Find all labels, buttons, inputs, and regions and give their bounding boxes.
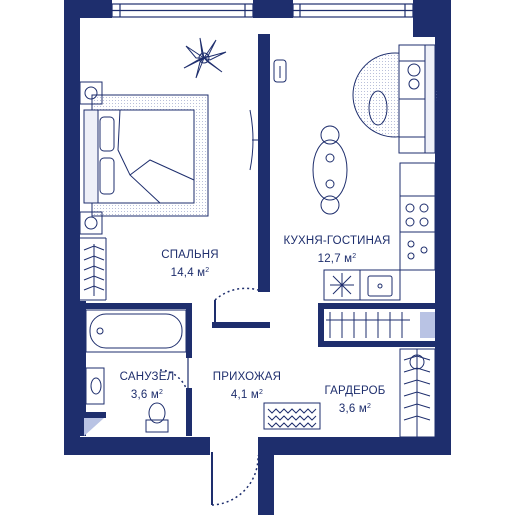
bathtub-icon xyxy=(85,309,187,353)
wardrobe-furniture xyxy=(399,348,436,438)
kitchen-counter xyxy=(323,162,436,301)
room-area-bathroom: 3,6 м2 xyxy=(130,389,164,401)
coffee-table-icon xyxy=(368,90,388,126)
room-area-kitchen-living: 12,7 м2 xyxy=(317,253,357,265)
door-entrance xyxy=(211,452,259,506)
plant-icon xyxy=(183,37,227,79)
doors xyxy=(159,287,259,506)
sink-icon xyxy=(367,275,393,297)
room-area-bedroom: 14,4 м2 xyxy=(170,267,210,279)
room-name-wardrobe: ГАРДЕРОБ xyxy=(324,385,386,397)
bed-icon xyxy=(83,109,195,204)
room-area-hallway: 4,1 м2 xyxy=(230,389,264,401)
stove-icon xyxy=(405,203,429,227)
interior-walls xyxy=(80,34,435,436)
hallway-glass-panel xyxy=(420,312,435,338)
room-name-kitchen-living: КУХНЯ-ГОСТИНАЯ xyxy=(283,235,391,247)
kitchen-furniture xyxy=(273,44,438,301)
room-name-bedroom: СПАЛЬНЯ xyxy=(161,249,219,261)
room-label-bathroom: САНУЗЕЛ 3,6 м2 xyxy=(105,370,189,403)
dining-table-icon xyxy=(312,125,348,215)
hallway-wardrobe-icon xyxy=(326,312,410,338)
door-bathroom xyxy=(159,358,189,390)
window-bedroom xyxy=(111,3,254,18)
washing-machine-icon xyxy=(409,354,425,370)
fridge-icon xyxy=(407,240,428,260)
room-label-hallway: ПРИХОЖАЯ 4,1 м2 xyxy=(200,370,294,403)
exterior-walls xyxy=(64,0,451,515)
nightstand-icon xyxy=(79,81,103,235)
wall-lamp-icon xyxy=(249,109,258,171)
closet-icon xyxy=(80,237,107,301)
room-label-kitchen-living: КУХНЯ-ГОСТИНАЯ 12,7 м2 xyxy=(270,234,404,267)
bathroom-furniture xyxy=(84,309,187,436)
sofa-icon xyxy=(398,44,436,154)
armchair-icon xyxy=(273,59,287,83)
window-kitchen xyxy=(292,3,414,18)
room-label-wardrobe: ГАРДЕРОБ 3,6 м2 xyxy=(308,384,402,417)
doormat-icon xyxy=(263,402,321,430)
room-area-wardrobe: 3,6 м2 xyxy=(338,403,372,415)
door-bedroom xyxy=(214,287,259,322)
windows xyxy=(111,3,414,18)
room-name-bathroom: САНУЗЕЛ xyxy=(119,371,175,383)
room-label-bedroom: СПАЛЬНЯ 14,4 м2 xyxy=(140,248,240,281)
sink-icon-bathroom xyxy=(85,367,105,405)
hood-icon xyxy=(330,273,354,297)
room-name-hallway: ПРИХОЖАЯ xyxy=(212,371,282,383)
bedroom-furniture xyxy=(79,37,258,301)
toilet-icon xyxy=(145,402,169,433)
bathroom-shower-glass xyxy=(84,418,104,436)
hallway-furniture xyxy=(263,312,435,430)
